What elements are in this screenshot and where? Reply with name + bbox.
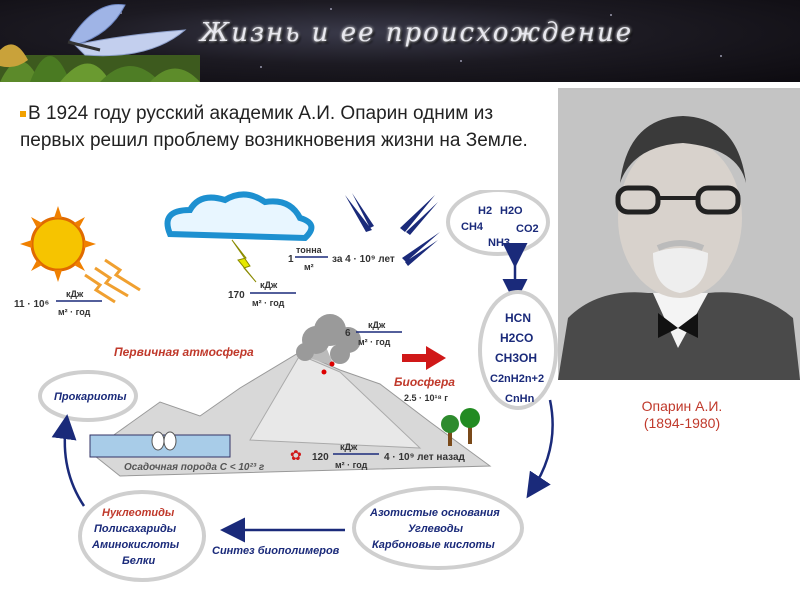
volcano-energy-unit-bottom: м² · год: [358, 337, 391, 347]
organic-cnhn: CnHn: [505, 393, 535, 405]
caption-name: Опарин А.И.: [582, 398, 782, 415]
sun-energy-unit-top: кДж: [66, 289, 84, 299]
sun-energy-unit-bottom: м² · год: [58, 307, 91, 317]
organic-ch3oh: CH3OH: [495, 351, 537, 365]
gas-h2o: H2O: [500, 205, 523, 217]
polymers-line-3: Аминокислоты: [91, 539, 180, 551]
gas-h2: H2: [478, 205, 492, 217]
lightning-energy-unit-top: кДж: [260, 280, 278, 290]
lava-dot: [322, 370, 327, 375]
gas-co2: CO2: [516, 223, 539, 235]
bases-line-2: Углеводы: [408, 523, 464, 535]
meteor-period: за 4 · 10⁹ лет: [332, 254, 395, 265]
bases-line-1: Азотистые основания: [369, 507, 500, 519]
organic-alkanes: C2nH2n+2: [490, 373, 544, 385]
radioactive-unit-top: кДж: [340, 442, 358, 452]
organics-oval: [480, 292, 556, 408]
lava-dot: [330, 362, 335, 367]
organic-hcn: HCN: [505, 311, 531, 325]
sun-rays-icon: [85, 260, 140, 302]
volcano-energy-value: 6: [345, 328, 351, 339]
radioactive-period: 4 · 10⁹ лет назад: [384, 452, 466, 463]
arrow-organics-to-bases: [532, 400, 553, 490]
arrow-polymers-to-prokaryotes: [65, 424, 84, 506]
bases-line-3: Карбоновые кислоты: [372, 539, 495, 551]
intro-text: В 1924 году русский академик А.И. Опарин…: [20, 103, 528, 151]
meteor-value: 1: [288, 254, 294, 265]
intro-paragraph: В 1924 году русский академик А.И. Опарин…: [20, 100, 560, 154]
gas-ch4: CH4: [461, 221, 484, 233]
biosphere-label: Биосфера: [394, 375, 455, 389]
header-banner: Жизнь и ее происхождение: [0, 0, 800, 82]
lightning-icon: [232, 240, 256, 282]
red-arrow-icon: [402, 346, 446, 370]
gas-nh3: NH3: [488, 237, 510, 249]
portrait-caption: Опарин А.И. (1894-1980): [582, 398, 782, 432]
page-title: Жизнь и ее происхождение: [200, 18, 633, 48]
radioactive-value: 120: [312, 452, 329, 463]
sun-energy-value: 11 · 10⁶: [14, 299, 49, 310]
bullet-icon: [20, 111, 26, 117]
sun-icon: [20, 206, 96, 282]
primary-atmosphere-label: Первичная атмосфера: [114, 345, 254, 359]
lightning-energy-unit-bottom: м² · год: [252, 298, 285, 308]
organic-h2co: H2CO: [500, 331, 533, 345]
meteor-unit-top: тонна: [296, 245, 323, 255]
origin-of-life-diagram: 11 · 10⁶ кДж м² · год 170 кДж м² · год 1…: [0, 190, 560, 600]
biosphere-mass: 2.5 · 10¹⁸ г: [404, 393, 448, 403]
polymers-line-4: Белки: [122, 555, 155, 567]
cloud-icon: [168, 194, 312, 238]
volcano-energy-unit-top: кДж: [368, 320, 386, 330]
portrait-photo: [558, 88, 800, 380]
radioactive-unit-bottom: м² · год: [335, 460, 368, 470]
prokaryotes-label: Прокариоты: [54, 391, 127, 403]
polymers-line-2: Полисахариды: [94, 523, 177, 535]
lightning-energy-value: 170: [228, 290, 245, 301]
radioactive-icon: ✿: [290, 447, 302, 463]
sediment-label: Осадочная порода C < 10²³ г: [124, 462, 265, 473]
butterfly-illustration: [0, 0, 200, 82]
polymers-line-1: Нуклеотиды: [102, 507, 175, 519]
biopolymer-synthesis-label: Синтез биополимеров: [212, 545, 340, 557]
meteor-unit-bottom: м²: [304, 262, 314, 272]
caption-years: (1894-1980): [582, 415, 782, 432]
